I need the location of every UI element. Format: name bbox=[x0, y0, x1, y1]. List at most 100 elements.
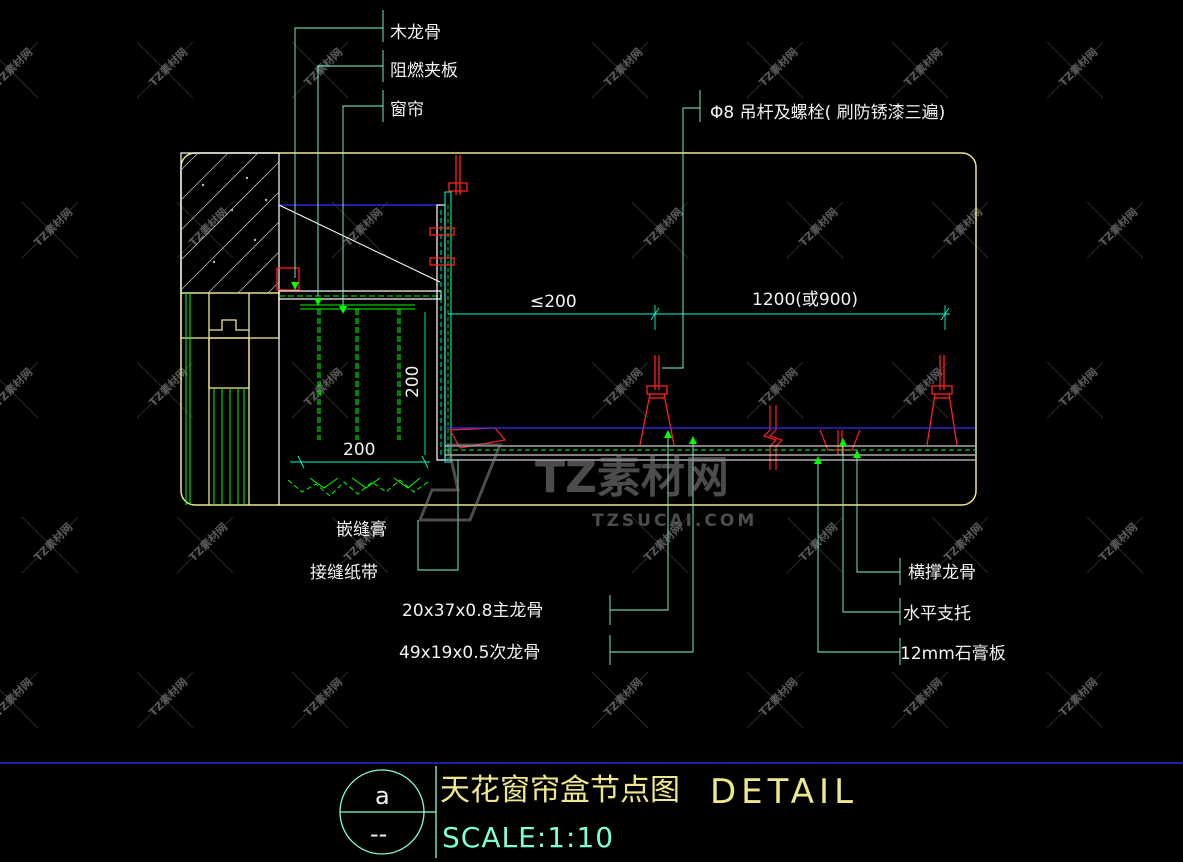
watermark-tile: TZ素材网 bbox=[786, 516, 844, 574]
concrete-wall bbox=[180, 152, 280, 294]
label-horizontal-bracket: 水平支托 bbox=[903, 604, 971, 624]
watermark-tile: TZ素材网 bbox=[1086, 201, 1144, 259]
svg-text:TZ素材网: TZ素材网 bbox=[146, 45, 190, 89]
curtain-dimensions bbox=[290, 312, 430, 469]
watermark-tile: TZ素材网 bbox=[176, 201, 234, 259]
bubble-bottom: -- bbox=[370, 820, 387, 848]
label-curtain: 窗帘 bbox=[390, 100, 424, 120]
title-scale: SCALE:1:10 bbox=[442, 821, 614, 854]
title-name-en: DETAIL bbox=[710, 772, 858, 812]
svg-text:TZ素材网: TZ素材网 bbox=[601, 675, 645, 719]
leader-arrows bbox=[291, 282, 861, 464]
svg-text:TZ素材网: TZ素材网 bbox=[146, 675, 190, 719]
watermark-tile: TZ素材网 bbox=[291, 41, 349, 99]
watermark-tile: TZ素材网 bbox=[631, 201, 689, 259]
svg-text:TZ素材网: TZ素材网 bbox=[0, 365, 35, 409]
svg-text:TZ素材网: TZ素材网 bbox=[1056, 365, 1100, 409]
detail-bubble bbox=[339, 766, 437, 858]
watermark-tile: TZ素材网 bbox=[291, 671, 349, 729]
svg-text:TZ素材网: TZ素材网 bbox=[0, 45, 35, 89]
label-joint-tape: 接缝纸带 bbox=[310, 563, 378, 583]
dim-span: 1200(或900) bbox=[752, 290, 858, 310]
watermark-tile: TZ素材网 bbox=[0, 671, 39, 729]
watermark-tile: TZ素材网 bbox=[0, 41, 39, 99]
svg-text:TZ素材网: TZ素材网 bbox=[31, 205, 75, 249]
svg-text:TZ素材网: TZ素材网 bbox=[601, 365, 645, 409]
watermark-logo: TZ素材网 TZSUCAI.COM bbox=[417, 443, 757, 531]
watermark-tile: TZ素材网 bbox=[136, 671, 194, 729]
title-name-cn: 天花窗帘盒节点图 bbox=[440, 773, 680, 808]
svg-text:TZ素材网: TZ素材网 bbox=[756, 365, 800, 409]
watermark-tile: TZ素材网 bbox=[1046, 671, 1104, 729]
watermark-tile: TZ素材网 bbox=[891, 671, 949, 729]
svg-text:TZ素材网: TZ素材网 bbox=[756, 45, 800, 89]
watermark-url: TZSUCAI.COM bbox=[592, 511, 757, 531]
watermark-tile: TZ素材网 bbox=[931, 201, 989, 259]
svg-text:TZ素材网: TZ素材网 bbox=[941, 520, 985, 564]
svg-text:TZ素材网: TZ素材网 bbox=[0, 675, 35, 719]
svg-text:TZ素材网: TZ素材网 bbox=[341, 205, 385, 249]
hanger-rod-right bbox=[926, 355, 958, 446]
hanger-center bbox=[819, 429, 861, 455]
label-cross-keel: 横撑龙骨 bbox=[908, 563, 976, 583]
label-gypsum-board: 12mm石膏板 bbox=[900, 643, 1006, 664]
watermark-tile: TZ素材网 bbox=[1086, 516, 1144, 574]
ceiling-layers bbox=[445, 427, 975, 461]
watermark-tile: TZ素材网 bbox=[591, 41, 649, 99]
label-hanger-rod: Φ8 吊杆及螺栓( 刷防锈漆三遍) bbox=[710, 103, 945, 123]
svg-text:TZ素材网: TZ素材网 bbox=[301, 675, 345, 719]
dim-le-200: ≤200 bbox=[530, 292, 577, 312]
watermark-tile: TZ素材网 bbox=[331, 201, 389, 259]
label-gap-filler: 嵌缝膏 bbox=[336, 519, 387, 540]
curtain-box bbox=[276, 191, 452, 463]
svg-text:TZ素材网: TZ素材网 bbox=[901, 675, 945, 719]
label-wood-keel: 木龙骨 bbox=[390, 23, 441, 43]
svg-text:TZ素材网: TZ素材网 bbox=[941, 205, 985, 249]
watermark-tile: TZ素材网 bbox=[136, 361, 194, 419]
watermark-tile: TZ素材网 bbox=[1046, 361, 1104, 419]
watermark-tile: TZ素材网 bbox=[746, 671, 804, 729]
hanger-rod-middle bbox=[639, 355, 675, 446]
watermark-tile: TZ素材网 bbox=[786, 201, 844, 259]
watermark-tiles: TZ素材网 TZ素材网 TZ素材网 TZ素材网 TZ素材网 TZ素材网 TZ素材网 TZ素材网… bbox=[0, 41, 1144, 729]
svg-text:TZ素材网: TZ素材网 bbox=[601, 45, 645, 89]
svg-text:TZ素材网: TZ素材网 bbox=[796, 205, 840, 249]
watermark-tile: TZ素材网 bbox=[591, 671, 649, 729]
svg-text:TZ素材网: TZ素材网 bbox=[901, 365, 945, 409]
watermark-tile: TZ素材网 bbox=[891, 41, 949, 99]
svg-text:TZ素材网: TZ素材网 bbox=[1096, 205, 1140, 249]
watermark-tile: TZ素材网 bbox=[136, 41, 194, 99]
label-fire-board: 阻燃夹板 bbox=[390, 61, 458, 81]
corner-bracket bbox=[449, 427, 507, 449]
leader-lines bbox=[294, 10, 901, 665]
svg-text:TZ素材网: TZ素材网 bbox=[186, 520, 230, 564]
svg-text:TZ素材网: TZ素材网 bbox=[1096, 520, 1140, 564]
watermark-tile: TZ素材网 bbox=[591, 361, 649, 419]
svg-text:TZ素材网: TZ素材网 bbox=[1056, 675, 1100, 719]
window-glass bbox=[185, 293, 245, 505]
watermark-tile: TZ素材网 bbox=[0, 361, 39, 419]
svg-text:TZ素材网: TZ素材网 bbox=[301, 45, 345, 89]
svg-text:TZ素材网: TZ素材网 bbox=[301, 365, 345, 409]
dim-height-200: 200 bbox=[403, 366, 423, 398]
watermark-tile: TZ素材网 bbox=[21, 516, 79, 574]
watermark-tile: TZ素材网 bbox=[176, 516, 234, 574]
svg-text:TZ素材网: TZ素材网 bbox=[901, 45, 945, 89]
watermark-tile: TZ素材网 bbox=[746, 41, 804, 99]
svg-text:TZ素材网: TZ素材网 bbox=[186, 205, 230, 249]
watermark-tile: TZ素材网 bbox=[21, 201, 79, 259]
svg-text:TZ素材网: TZ素材网 bbox=[31, 520, 75, 564]
svg-text:TZ素材网: TZ素材网 bbox=[641, 205, 685, 249]
watermark-brand: TZ素材网 bbox=[535, 452, 729, 503]
watermark-tile: TZ素材网 bbox=[1046, 41, 1104, 99]
svg-text:TZ素材网: TZ素材网 bbox=[1056, 45, 1100, 89]
bubble-top: a bbox=[375, 782, 390, 810]
watermark-tile: TZ素材网 bbox=[746, 361, 804, 419]
curtain-track bbox=[287, 304, 429, 497]
span-dimension-line bbox=[448, 305, 950, 330]
hanger-rod-left bbox=[429, 155, 468, 266]
dim-width-200: 200 bbox=[343, 440, 375, 460]
label-secondary-keel: 49x19x0.5次龙骨 bbox=[399, 643, 540, 663]
svg-text:TZ素材网: TZ素材网 bbox=[756, 675, 800, 719]
